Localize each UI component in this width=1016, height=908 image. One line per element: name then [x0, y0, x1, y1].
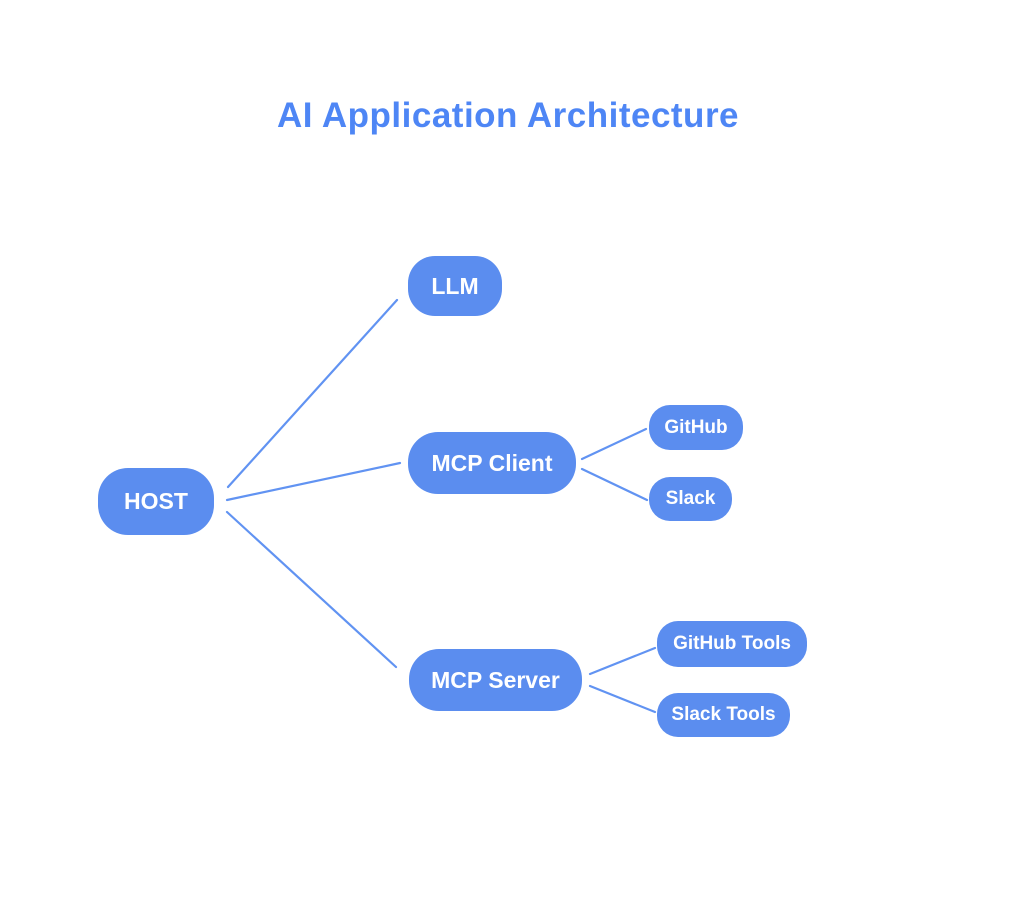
node-github: GitHub [649, 405, 743, 450]
edge-host-mcp-client [225, 461, 402, 502]
page-title: AI Application Architecture [276, 96, 740, 135]
edge-mcp-server-github-tools [588, 646, 657, 676]
node-slack: Slack [649, 477, 732, 521]
node-mcp-client: MCP Client [408, 432, 576, 494]
edge-mcp-server-slack-tools [588, 684, 657, 714]
edge-host-mcp-server [225, 510, 398, 669]
node-llm: LLM [408, 256, 502, 316]
node-host: HOST [98, 468, 214, 535]
edge-mcp-client-github [580, 427, 648, 461]
node-github-tools: GitHub Tools [657, 621, 807, 667]
node-slack-tools: Slack Tools [657, 693, 790, 737]
node-mcp-server: MCP Server [409, 649, 582, 711]
edge-mcp-client-slack [580, 467, 649, 502]
edge-host-llm [226, 298, 399, 489]
